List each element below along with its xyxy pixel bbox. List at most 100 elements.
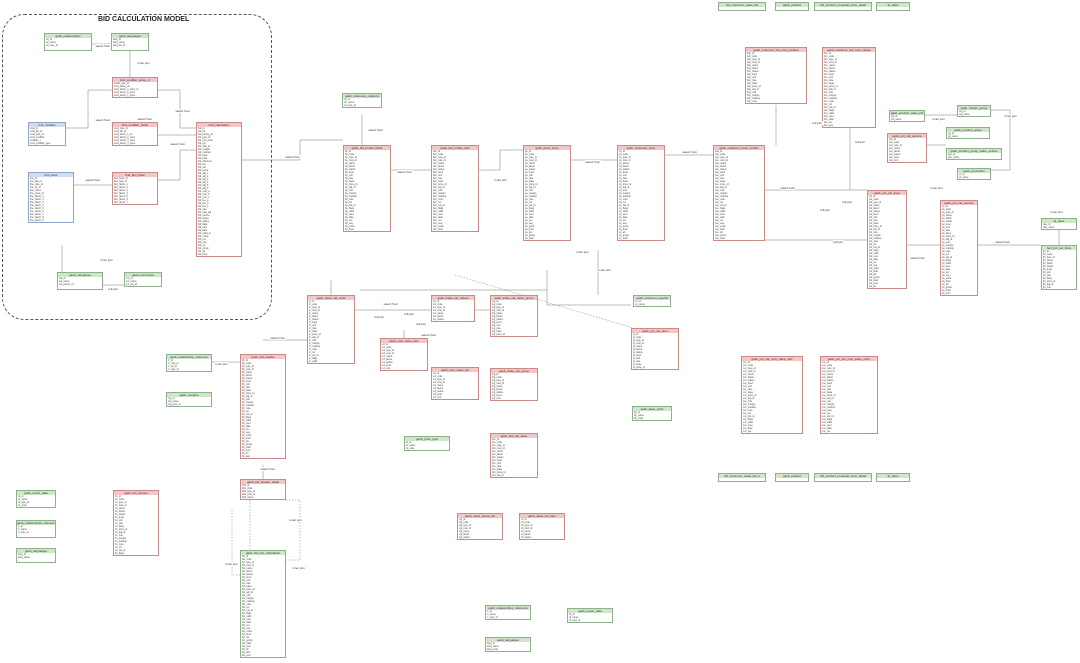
entity-table-t60[interactable]: bid_customer_value_list_2 — [718, 473, 766, 482]
table-field: bcv_type_id — [824, 58, 837, 61]
table-field: cp_alt — [619, 231, 626, 234]
table-field — [777, 478, 807, 481]
table-field: cvl_id — [433, 372, 440, 375]
table-field: ps_rev — [942, 271, 950, 274]
entity-table-t56[interactable]: bid_customer_value_list — [718, 2, 766, 11]
table-field: pe_id — [525, 150, 531, 153]
table-field: line_price_id — [30, 192, 44, 195]
table-field: line_factor_9 — [30, 219, 44, 222]
table-field: bid_type_id — [198, 136, 211, 139]
table-field: pe_rev — [525, 219, 533, 222]
table-field: bv_name — [115, 507, 125, 510]
table-field: bv_price_id — [115, 528, 128, 531]
relation-label: select from — [95, 118, 111, 122]
entity-table-t58[interactable]: bid_product_proposal_price_detail — [814, 2, 872, 11]
table-field: fact_factor_3 — [114, 189, 128, 192]
table-field: blc_extra — [242, 630, 252, 633]
entity-table-t57[interactable]: gasb_product — [775, 2, 809, 11]
table-field: ps_user — [942, 265, 951, 268]
table-field: bv_rule — [115, 534, 123, 537]
table-field: bpc_name — [433, 162, 445, 165]
relation-label: select from — [682, 150, 698, 154]
entity-table-t59[interactable]: fa_rates — [876, 2, 910, 11]
table-field: fact_factor_2 — [114, 186, 128, 189]
table-field: cpe_rate — [715, 177, 725, 180]
table-field: fact_base_id — [114, 177, 128, 180]
table-field: bv_level — [115, 516, 124, 519]
table-field: pvl_flags — [869, 249, 879, 252]
entity-table-header: gasb_pct_var_service — [888, 134, 926, 138]
table-field: bid_seq — [198, 241, 207, 244]
entity-table-t63[interactable]: fa_rates — [876, 473, 910, 482]
table-field: cp_rate — [619, 177, 627, 180]
table-field: rd_id — [18, 495, 24, 498]
entity-table-t62[interactable]: bid_product_proposal_price_detail — [814, 473, 872, 482]
entity-table-t61[interactable]: gasb_product — [775, 473, 809, 482]
table-field — [720, 478, 764, 481]
table-field: bcv_price_id — [824, 85, 838, 88]
table-field: pe_code — [525, 153, 535, 156]
table-field: bh_rule — [242, 398, 250, 401]
table-field: bid_alt — [198, 250, 206, 253]
table-field: bid_final — [198, 253, 207, 256]
